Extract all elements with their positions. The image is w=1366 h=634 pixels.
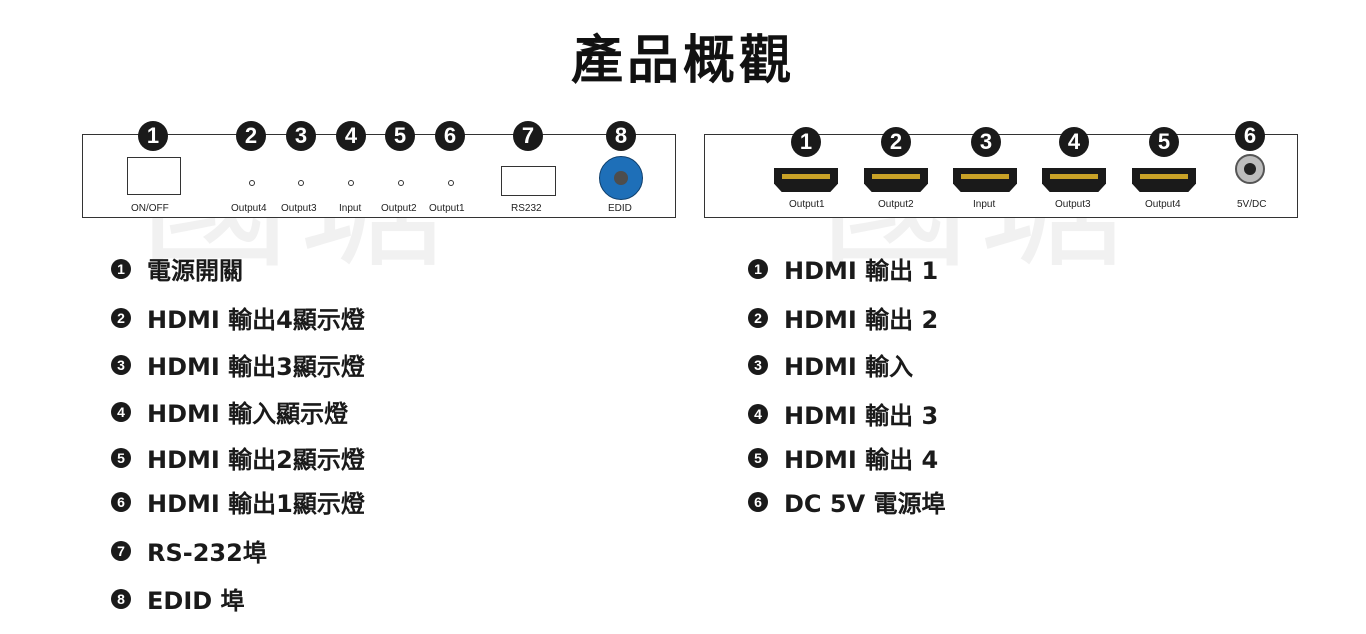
list-item: 7 RS-232埠 [111,533,267,568]
list-number: 2 [111,307,131,328]
list-text: HDMI 輸出4顯示燈 [147,306,365,334]
marker-2: 2 [881,127,911,157]
label-onoff: ON/OFF [131,203,169,214]
marker-7: 7 [513,121,543,151]
list-number: 1 [748,258,768,279]
label-output3: Output3 [281,203,317,214]
led-output4 [249,180,255,186]
list-item: 4 HDMI 輸入顯示燈 [111,394,348,429]
list-item: 2 HDMI 輸出 2 [748,300,938,335]
marker-5: 5 [385,121,415,151]
marker-5: 5 [1149,127,1179,157]
list-number: 5 [111,447,131,468]
list-item: 3 HDMI 輸出3顯示燈 [111,347,365,382]
list-item: 5 HDMI 輸出2顯示燈 [111,440,365,475]
list-text: HDMI 輸出 2 [784,306,939,334]
list-item: 1 電源開關 [111,251,243,286]
hdmi-port-icon [774,168,838,192]
left-device-panel [82,134,676,218]
label-output3: Output3 [1055,199,1091,210]
list-item: 1 HDMI 輸出 1 [748,251,938,286]
marker-3: 3 [286,121,316,151]
marker-8: 8 [606,121,636,151]
list-item: 2 HDMI 輸出4顯示燈 [111,300,365,335]
list-number: 3 [111,354,131,375]
page-title: 產品概觀 [570,31,795,91]
label-input: Input [339,203,362,214]
power-switch [127,157,181,195]
led-output2 [398,180,404,186]
list-number: 2 [748,307,768,328]
list-item: 8 EDID 埠 [111,581,245,616]
list-number: 3 [748,354,768,375]
list-number: 6 [748,491,768,512]
list-text: HDMI 輸出 1 [784,257,939,285]
list-text: HDMI 輸出 4 [784,446,939,474]
list-text: HDMI 輸出 3 [784,402,939,430]
marker-2: 2 [236,121,266,151]
list-text: HDMI 輸出2顯示燈 [147,446,365,474]
marker-4: 4 [1059,127,1089,157]
list-text: HDMI 輸入 [784,353,914,381]
list-number: 4 [748,403,768,424]
marker-1: 1 [791,127,821,157]
led-output1 [448,180,454,186]
list-item: 4 HDMI 輸出 3 [748,396,938,431]
label-output4: Output4 [231,203,267,214]
list-number: 7 [111,540,131,561]
label-5vdc: 5V/DC [1237,199,1267,210]
label-output1: Output1 [789,199,825,210]
label-edid: EDID [608,203,632,214]
marker-3: 3 [971,127,1001,157]
label-output4: Output4 [1145,199,1181,210]
marker-1: 1 [138,121,168,151]
rs232-port [501,166,556,196]
list-text: HDMI 輸出3顯示燈 [147,353,365,381]
list-text: HDMI 輸入顯示燈 [147,400,349,428]
list-item: 6 DC 5V 電源埠 [748,484,946,519]
edid-dial-icon [599,156,643,200]
list-item: 5 HDMI 輸出 4 [748,440,938,475]
label-output2: Output2 [381,203,417,214]
list-text: DC 5V 電源埠 [784,490,946,518]
list-text: 電源開關 [147,257,243,285]
marker-6: 6 [1235,121,1265,151]
label-rs232: RS232 [511,203,542,214]
list-text: RS-232埠 [147,539,267,567]
list-text: HDMI 輸出1顯示燈 [147,490,365,518]
hdmi-port-icon [864,168,928,192]
list-item: 6 HDMI 輸出1顯示燈 [111,484,365,519]
list-number: 1 [111,258,131,279]
label-output1: Output1 [429,203,465,214]
hdmi-port-icon [1132,168,1196,192]
led-output3 [298,180,304,186]
label-input: Input [973,199,996,210]
hdmi-port-icon [953,168,1017,192]
hdmi-port-icon [1042,168,1106,192]
list-number: 4 [111,401,131,422]
label-output2: Output2 [878,199,914,210]
dc-jack-icon [1235,154,1265,184]
list-number: 8 [111,588,131,609]
led-input [348,180,354,186]
list-number: 5 [748,447,768,468]
list-text: EDID 埠 [147,587,245,615]
list-item: 3 HDMI 輸入 [748,347,913,382]
marker-6: 6 [435,121,465,151]
marker-4: 4 [336,121,366,151]
list-number: 6 [111,491,131,512]
